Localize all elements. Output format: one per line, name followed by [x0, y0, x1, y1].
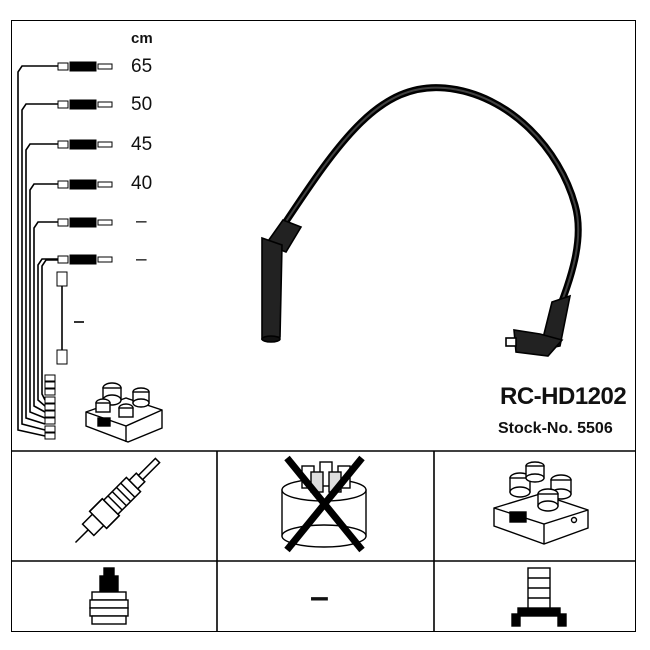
- main-cable: [279, 84, 582, 316]
- spark-plug-icon: [74, 457, 161, 544]
- wire-set-schematic: [17, 65, 68, 437]
- connector-50: [57, 99, 113, 110]
- length-value-45: 45: [131, 134, 153, 155]
- product-code: RC-HD1202: [500, 383, 627, 410]
- plug-connector-icon: [89, 567, 129, 625]
- connector-45: [57, 139, 113, 150]
- empty-component-dash: –: [310, 578, 329, 616]
- distributor-cap-crossed-icon: [281, 455, 367, 553]
- coil-connector-icon: [511, 567, 567, 627]
- length-unit-label: cm: [131, 30, 153, 47]
- connector-dash-1: [57, 217, 113, 228]
- connector-dash-2: [57, 254, 113, 265]
- stock-number: Stock-No. 5506: [498, 420, 613, 437]
- length-value-65: 65: [131, 56, 153, 77]
- connector-40: [57, 179, 113, 190]
- length-value-40: 40: [131, 173, 153, 194]
- diagram-frame: [11, 20, 636, 632]
- ignition-coil-icon: [493, 461, 589, 545]
- left-boot: [261, 219, 303, 343]
- terminal-tips: [44, 374, 56, 440]
- length-value-dash-1: –: [136, 211, 147, 232]
- mini-coil-icon: [85, 382, 163, 443]
- lead-connectors: [44, 61, 113, 440]
- length-value-50: 50: [131, 94, 153, 115]
- component-grid: [11, 450, 636, 632]
- length-value-dash-2: –: [136, 249, 147, 270]
- connector-65: [57, 61, 113, 72]
- right-boot: [505, 294, 572, 357]
- coil-lead: [56, 271, 68, 365]
